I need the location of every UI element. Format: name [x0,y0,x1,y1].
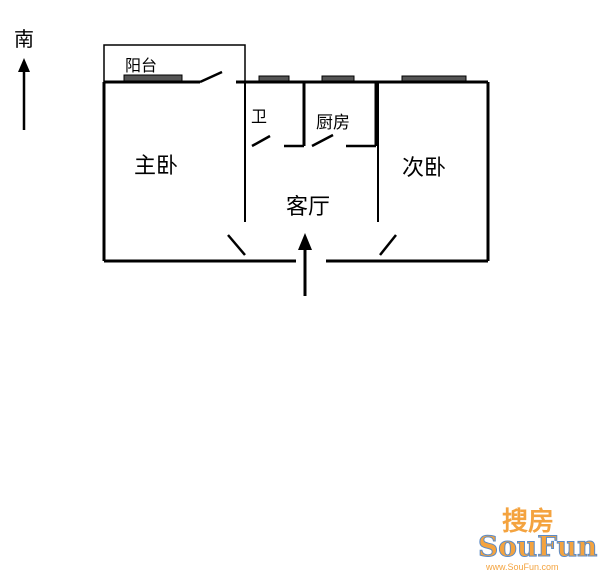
label-bathroom: 卫 [251,107,267,126]
entrance-arrow [298,233,312,296]
window-bathroom [258,75,290,82]
walls [102,80,490,263]
doors [227,133,397,256]
watermark-url: www.SouFun.com [485,562,559,572]
entrance-arrow-head [298,233,312,250]
door-bathroom [251,134,271,148]
balcony-window [123,74,183,82]
door-second-bedroom [379,234,397,256]
window-kitchen [321,75,355,82]
label-living-room: 客厅 [286,195,330,220]
label-second-bedroom: 次卧 [402,156,446,181]
watermark-logo-cn: 搜房 [502,507,554,537]
compass: 南 [14,27,34,130]
window-second-bedroom [401,75,467,82]
compass-label: 南 [14,27,34,51]
label-balcony: 阳台 [125,56,157,75]
watermark-logo-en: SouFun [478,530,597,563]
door-kitchen [311,133,334,148]
balcony-area: 阳台 [103,44,246,84]
door-master-bedroom [227,234,246,256]
balcony-door [199,70,223,84]
label-master-bedroom: 主卧 [134,154,178,179]
balcony-outline [103,44,246,82]
compass-arrow-head [18,58,30,72]
label-kitchen: 厨房 [316,113,350,133]
soufun-watermark: 搜房 SouFun www.SouFun.com [478,507,598,572]
windows [258,75,467,82]
